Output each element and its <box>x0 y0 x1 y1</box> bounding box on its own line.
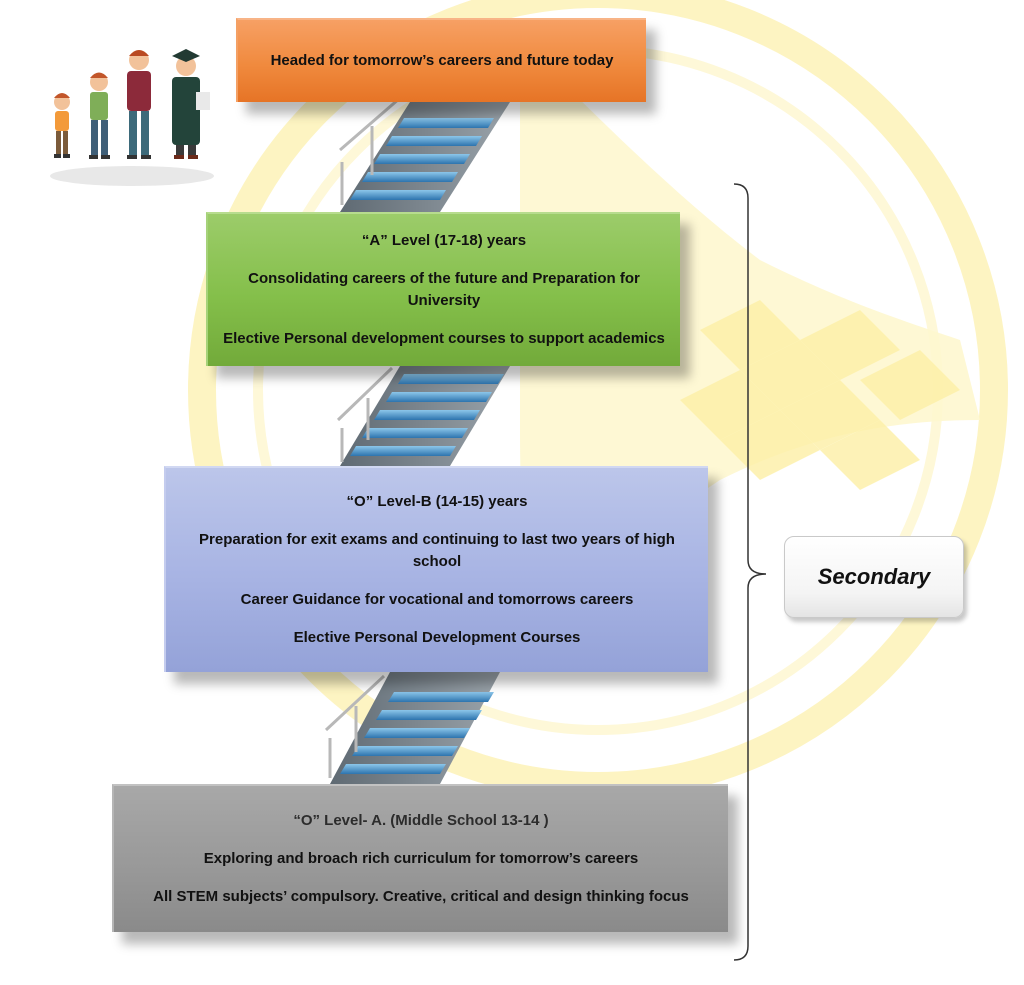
o-level-b-box: “O” Level-B (14-15) years Preparation fo… <box>164 466 708 672</box>
o-level-b-line-2: Career Guidance for vocational and tomor… <box>240 591 634 608</box>
stair-segment-middle <box>336 366 510 466</box>
stair-segment-bottom <box>324 672 500 784</box>
staircase <box>324 96 510 784</box>
a-level-box: “A” Level (17-18) years Consolidating ca… <box>206 212 680 366</box>
growing-children-illustration <box>50 49 214 186</box>
a-level-line-2: Elective Personal development courses to… <box>223 330 665 347</box>
teen-figure <box>127 50 151 159</box>
secondary-bracket <box>733 183 767 961</box>
o-level-a-box: “O” Level- A. (Middle School 13-14 ) Exp… <box>112 784 728 932</box>
future-careers-box: Headed for tomorrow’s careers and future… <box>236 18 646 102</box>
o-level-a-line-1: Exploring and broach rich curriculum for… <box>203 850 639 867</box>
stair-segment-top <box>339 96 510 212</box>
o-level-a-line-2: All STEM subjects’ compulsory. Creative,… <box>153 888 689 905</box>
o-level-a-title: “O” Level- A. (Middle School 13-14 ) <box>293 812 549 829</box>
small-child-figure <box>54 93 70 158</box>
child-figure <box>89 72 110 159</box>
a-level-title: “A” Level (17-18) years <box>361 232 527 249</box>
o-level-b-title: “O” Level-B (14-15) years <box>346 493 528 510</box>
o-level-b-line-1: Preparation for exit exams and continuin… <box>199 531 675 570</box>
o-level-b-line-3: Elective Personal Development Courses <box>293 629 581 646</box>
a-level-line-1: Consolidating careers of the future and … <box>248 270 640 309</box>
future-careers-text: Headed for tomorrow’s careers and future… <box>270 52 614 69</box>
secondary-label: Secondary <box>817 564 931 589</box>
graduate-figure <box>172 49 210 159</box>
secondary-label-box: Secondary <box>784 536 964 618</box>
